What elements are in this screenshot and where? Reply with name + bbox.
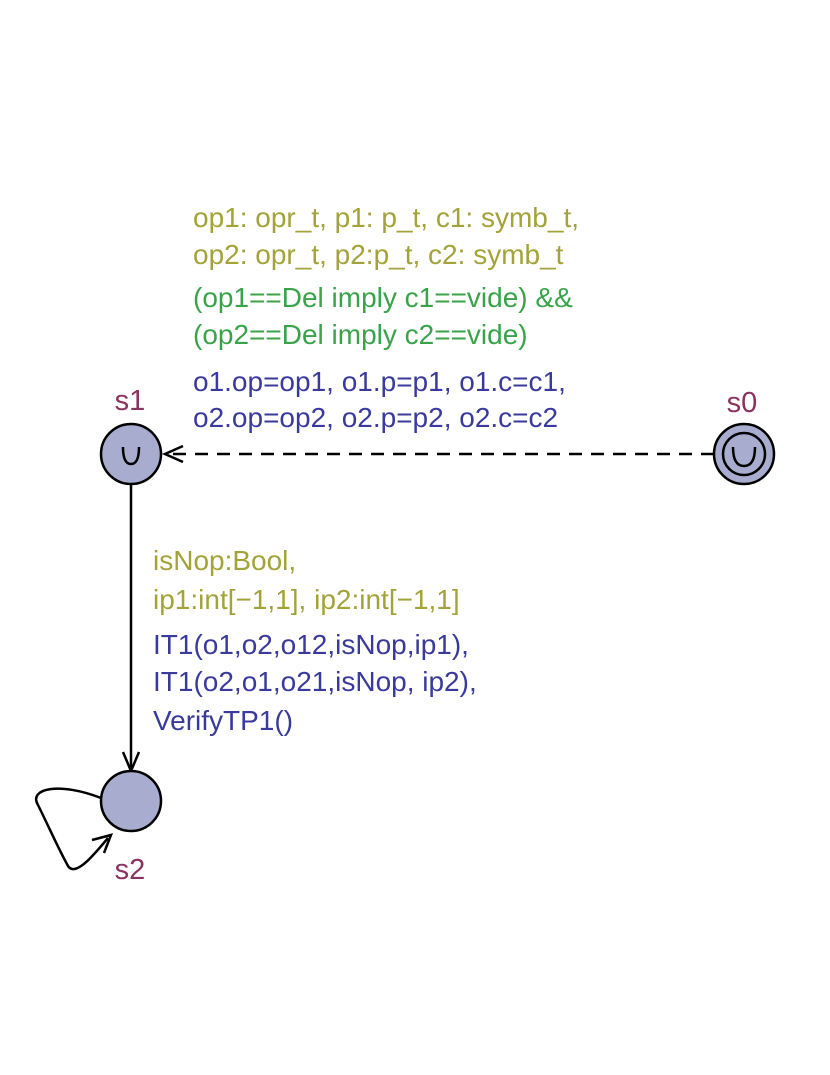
edge-s1-s2-labels: isNop:Bool, ip1:int[−1,1], ip2:int[−1,1]…: [153, 545, 477, 736]
edge-s2-self-loop[interactable]: [34, 787, 114, 871]
edge-s0-to-s1[interactable]: [161, 444, 714, 464]
edge-s0-s1-arrowhead: [161, 444, 184, 464]
state-s0[interactable]: s0: [712, 387, 776, 486]
edge-s1-s2-update-line-2: IT1(o2,o1,o21,isNop, ip2),: [153, 666, 477, 697]
edge-s0-s1-update-line-1: o1.op=op1, o1.p=p1, o1.c=c1,: [193, 366, 566, 397]
state-s0-urgent-icon: [731, 446, 757, 468]
state-s1-circle: [99, 422, 163, 486]
edge-s2-loop-arrowhead: [91, 833, 114, 854]
state-s2-circle: [99, 769, 163, 833]
edge-s0-s1-update-line-2: o2.op=op2, o2.p=p2, o2.c=c2: [193, 402, 558, 433]
edge-s0-s1-select-line-1: op1: opr_t, p1: p_t, c1: symb_t,: [193, 202, 579, 233]
edge-s1-s2-select-line-1: isNop:Bool,: [153, 545, 296, 576]
edge-s1-s2-update-line-3: VerifyTP1(): [153, 705, 293, 736]
edge-s1-to-s2[interactable]: [121, 485, 141, 775]
edge-s0-s1-guard-line-2: (op2==Del imply c2==vide): [193, 319, 528, 350]
state-s0-initial-ring: [721, 431, 767, 477]
state-s1-urgent-icon: [121, 446, 141, 466]
edge-s0-s1-labels: op1: opr_t, p1: p_t, c1: symb_t, op2: op…: [193, 202, 579, 433]
edge-s0-s1-guard-line-1: (op1==Del imply c1==vide) &&: [193, 282, 573, 313]
edge-s1-s2-select-line-2: ip1:int[−1,1], ip2:int[−1,1]: [153, 584, 460, 615]
edge-s1-s2-update-line-1: IT1(o1,o2,o12,isNop,ip1),: [153, 629, 469, 660]
state-s2[interactable]: s2: [99, 769, 163, 886]
state-s2-label: s2: [115, 854, 146, 886]
state-s0-label: s0: [727, 387, 758, 419]
state-s1[interactable]: s1: [99, 385, 163, 486]
state-s1-label: s1: [115, 385, 146, 417]
edge-s2-loop-path: [34, 787, 109, 871]
edge-s0-s1-select-line-2: op2: opr_t, p2:p_t, c2: symb_t: [193, 239, 564, 270]
